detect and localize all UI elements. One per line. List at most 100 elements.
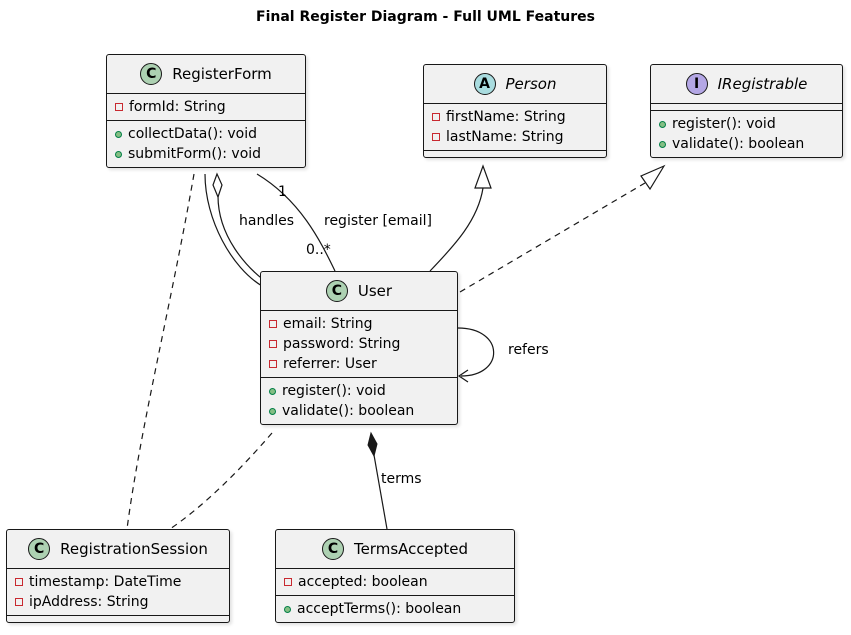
- attribute-text: referrer: User: [283, 356, 377, 372]
- attribute-text: email: String: [283, 316, 373, 332]
- edge-register: [256, 173, 336, 272]
- method-text: validate(): boolean: [672, 136, 805, 152]
- class-stereotype-icon: C: [28, 538, 51, 560]
- aggregation-diamond: [212, 172, 223, 199]
- public-visibility-icon: [659, 120, 666, 128]
- methods-section: register(): void validate(): boolean: [651, 110, 842, 157]
- attributes-section: formId: String: [107, 94, 305, 120]
- method-row: acceptTerms(): boolean: [284, 599, 508, 619]
- self-reference-arrowhead: [457, 369, 469, 383]
- method-row: submitForm(): void: [115, 144, 299, 164]
- method-row: register(): void: [659, 114, 836, 134]
- class-name: Person: [505, 75, 557, 93]
- public-visibility-icon: [115, 150, 122, 158]
- attribute-text: timestamp: DateTime: [29, 574, 182, 590]
- public-visibility-icon: [659, 140, 666, 148]
- attributes-section: firstName: String lastName: String: [424, 104, 606, 150]
- edge-realization: [459, 182, 646, 293]
- edge-self-reference: [457, 327, 495, 377]
- class-name: User: [357, 282, 393, 300]
- edge-form-user: [204, 173, 263, 287]
- public-visibility-icon: [269, 407, 276, 415]
- method-row: register(): void: [269, 381, 451, 401]
- method-text: validate(): boolean: [282, 403, 415, 419]
- diagram-title: Final Register Diagram - Full UML Featur…: [256, 9, 595, 25]
- class-user[interactable]: C User email: String password: String re…: [260, 271, 458, 425]
- edge-form-session: [126, 173, 195, 530]
- class-name: RegisterForm: [172, 65, 272, 83]
- attribute-text: formId: String: [129, 99, 226, 115]
- attribute-row: referrer: User: [269, 354, 451, 374]
- class-name: IRegistrable: [717, 75, 808, 93]
- public-visibility-icon: [284, 605, 291, 613]
- method-text: collectData(): void: [128, 126, 257, 142]
- private-visibility-icon: [432, 133, 440, 141]
- private-visibility-icon: [269, 320, 277, 328]
- method-row: validate(): boolean: [269, 401, 451, 421]
- class-name: TermsAccepted: [353, 540, 469, 558]
- class-registration-session[interactable]: C RegistrationSession timestamp: DateTim…: [6, 529, 230, 623]
- attribute-text: lastName: String: [446, 129, 564, 145]
- edge-label-register: register [email]: [324, 213, 432, 229]
- attribute-row: lastName: String: [432, 127, 600, 147]
- private-visibility-icon: [269, 360, 277, 368]
- class-header: C RegistrationSession: [7, 530, 229, 569]
- class-stereotype-icon: C: [325, 280, 348, 302]
- class-stereotype-icon: C: [321, 538, 344, 560]
- attribute-text: ipAddress: String: [29, 594, 149, 610]
- public-visibility-icon: [115, 130, 122, 138]
- attribute-row: ipAddress: String: [15, 592, 223, 612]
- private-visibility-icon: [15, 578, 23, 586]
- attributes-section: accepted: boolean: [276, 569, 514, 595]
- composition-diamond: [367, 431, 378, 458]
- interface-iregistrable[interactable]: I IRegistrable register(): void validate…: [650, 64, 843, 158]
- private-visibility-icon: [115, 103, 123, 111]
- multiplicity-user: 0..*: [306, 242, 331, 258]
- methods-section: [7, 615, 229, 622]
- attribute-text: password: String: [283, 336, 401, 352]
- method-text: register(): void: [672, 116, 776, 132]
- class-header: C TermsAccepted: [276, 530, 514, 569]
- realization-arrowhead: [640, 164, 666, 191]
- class-register-form[interactable]: C RegisterForm formId: String collectDat…: [106, 54, 306, 168]
- attributes-section: email: String password: String referrer:…: [261, 311, 457, 377]
- method-text: acceptTerms(): boolean: [297, 601, 462, 617]
- attribute-row: formId: String: [115, 97, 299, 117]
- private-visibility-icon: [15, 598, 23, 606]
- methods-section: acceptTerms(): boolean: [276, 595, 514, 622]
- edge-composition: [373, 454, 388, 530]
- class-stereotype-icon: C: [140, 63, 163, 85]
- attribute-text: firstName: String: [446, 109, 566, 125]
- private-visibility-icon: [284, 578, 292, 586]
- interface-stereotype-icon: I: [685, 73, 708, 95]
- abstract-stereotype-icon: A: [473, 73, 496, 95]
- edge-label-terms: terms: [381, 471, 422, 487]
- attribute-row: accepted: boolean: [284, 572, 508, 592]
- attribute-row: email: String: [269, 314, 451, 334]
- edge-label-handles: handles: [239, 213, 295, 229]
- method-text: register(): void: [282, 383, 386, 399]
- class-header: C RegisterForm: [107, 55, 305, 94]
- private-visibility-icon: [432, 113, 440, 121]
- class-terms-accepted[interactable]: C TermsAccepted accepted: boolean accept…: [275, 529, 515, 623]
- attribute-text: accepted: boolean: [298, 574, 428, 590]
- methods-section: [424, 150, 606, 157]
- multiplicity-register-form: 1: [278, 184, 287, 200]
- attribute-row: timestamp: DateTime: [15, 572, 223, 592]
- class-name: RegistrationSession: [60, 540, 208, 558]
- class-person[interactable]: A Person firstName: String lastName: Str…: [423, 64, 607, 158]
- class-header: I IRegistrable: [651, 65, 842, 104]
- edge-user-session: [169, 432, 273, 530]
- class-header: A Person: [424, 65, 606, 104]
- methods-section: register(): void validate(): boolean: [261, 377, 457, 424]
- method-row: collectData(): void: [115, 124, 299, 144]
- method-text: submitForm(): void: [128, 146, 262, 162]
- attribute-row: password: String: [269, 334, 451, 354]
- edge-generalization: [429, 187, 484, 272]
- methods-section: collectData(): void submitForm(): void: [107, 120, 305, 167]
- attribute-row: firstName: String: [432, 107, 600, 127]
- class-header: C User: [261, 272, 457, 311]
- private-visibility-icon: [269, 340, 277, 348]
- attributes-section: timestamp: DateTime ipAddress: String: [7, 569, 229, 615]
